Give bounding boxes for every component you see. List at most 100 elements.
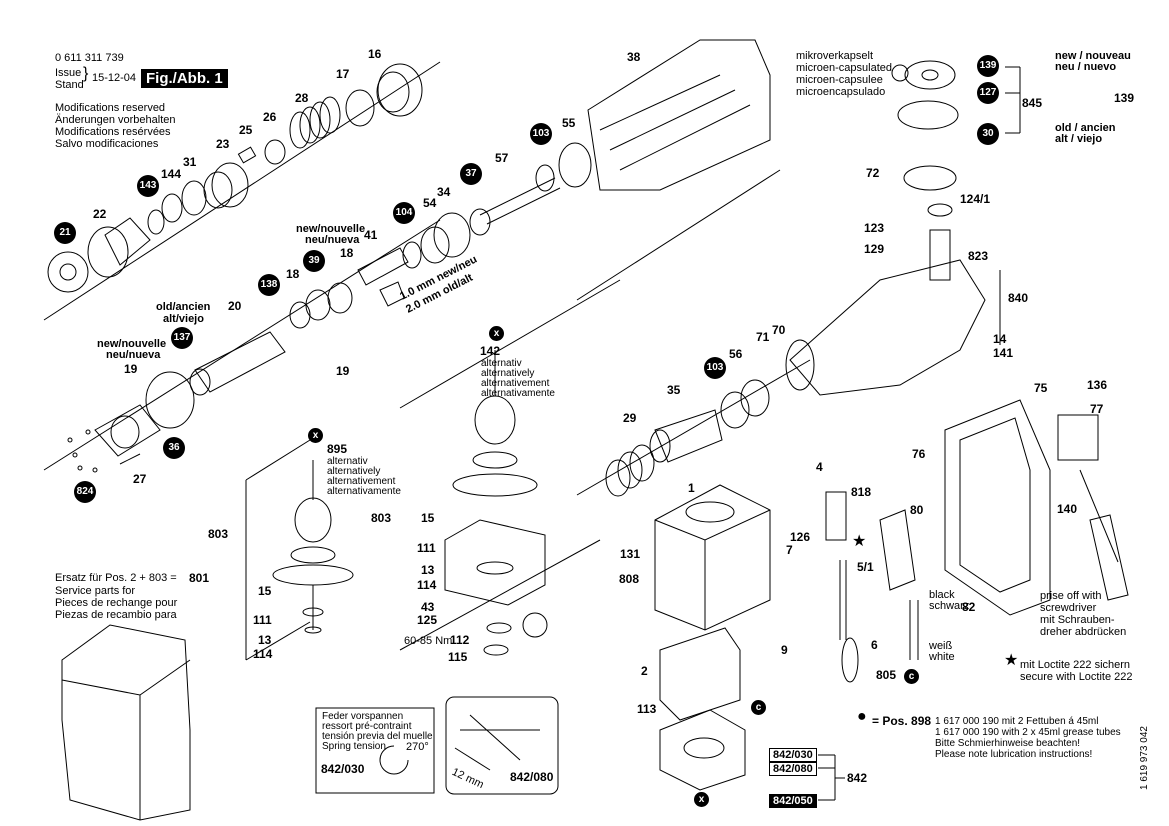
alt-142-3: alternativement xyxy=(481,378,550,389)
white-2: white xyxy=(929,651,955,663)
part-26: 26 xyxy=(263,110,277,124)
badge-127: 127 xyxy=(977,82,999,104)
side-code: 1 619 973 042 xyxy=(1139,726,1150,790)
alt-142-1: alternativ xyxy=(481,358,522,369)
issue-date: 15-12-04 xyxy=(92,72,137,84)
neu-nueva-2: neu/nueva xyxy=(106,349,161,361)
part-17: 17 xyxy=(336,67,350,81)
part-136: 136 xyxy=(1087,378,1108,392)
spring-3: tensión previa del muelle xyxy=(322,731,433,742)
badge-36: 36 xyxy=(163,437,185,459)
spring-1: Feder vorspannen xyxy=(322,711,404,722)
part-29: 29 xyxy=(623,411,637,425)
part-139-right: 139 xyxy=(1114,91,1135,105)
mod-1: Modifications reserved xyxy=(55,102,166,114)
part-123: 123 xyxy=(864,221,885,235)
alt-895-2: alternatively xyxy=(327,466,381,477)
part-55: 55 xyxy=(562,116,576,130)
badge-103-bottom: 103 xyxy=(704,357,726,379)
part-823: 823 xyxy=(968,249,989,263)
part-111-left: 111 xyxy=(253,613,272,627)
neu-top: neu / nuevo xyxy=(1055,61,1117,73)
ersatz-1: Service parts for xyxy=(55,585,136,597)
part-9: 9 xyxy=(781,643,788,657)
part-129: 129 xyxy=(864,242,885,256)
part-38: 38 xyxy=(627,50,641,64)
spring-2: ressort pré-contraint xyxy=(322,721,412,732)
doc-number: 0 611 311 739 xyxy=(55,52,124,64)
loctite-1: mit Loctite 222 sichern xyxy=(1020,659,1131,671)
loctite-2: secure with Loctite 222 xyxy=(1020,671,1133,683)
enc-2: microen-capsulated xyxy=(796,62,892,74)
alt-viejo: alt/viejo xyxy=(163,313,204,325)
alt-895-1: alternativ xyxy=(327,456,368,467)
old-ancien: old/ancien xyxy=(156,301,211,313)
prise-4: dreher abdrücken xyxy=(1040,626,1127,638)
badge-c-1: c xyxy=(751,700,766,715)
badge-138: 138 xyxy=(258,274,280,296)
part-112: 112 xyxy=(450,633,470,647)
spring-angle: 270° xyxy=(406,741,429,753)
part-114-left: 114 xyxy=(253,647,273,661)
badge-x-895: x xyxy=(308,428,323,443)
ersatz-3: Piezas de recambio para xyxy=(55,609,177,621)
part-56: 56 xyxy=(729,347,743,361)
part-125: 125 xyxy=(417,613,438,627)
part-54: 54 xyxy=(423,196,437,210)
part-22: 22 xyxy=(93,207,107,221)
badge-143: 143 xyxy=(137,175,159,197)
badge-39: 39 xyxy=(303,250,325,272)
badge-137: 137 xyxy=(171,327,193,349)
part-43: 43 xyxy=(421,600,435,614)
ersatz-2: Pieces de rechange pour xyxy=(55,597,178,609)
part-5-1: 5/1 xyxy=(857,560,874,574)
part-142: 142 xyxy=(480,344,501,358)
part-840: 840 xyxy=(1008,291,1029,305)
part-14: 14 xyxy=(993,332,1007,346)
prise-3: mit Schrauben- xyxy=(1040,614,1115,626)
enc-1: mikroverkapselt xyxy=(796,50,874,62)
badge-c-2: c xyxy=(904,669,919,684)
part-41: 41 xyxy=(364,228,378,242)
part-113: 113 xyxy=(637,702,657,716)
spring-part-842-080: 842/080 xyxy=(510,770,554,784)
spring-4: Spring tension xyxy=(322,741,386,752)
part-801: 801 xyxy=(189,571,210,585)
badge-30: 30 xyxy=(977,123,999,145)
part-808: 808 xyxy=(619,572,640,586)
pos898-label: = Pos. 898 xyxy=(872,714,932,728)
part-842: 842 xyxy=(847,771,868,785)
brace: } xyxy=(83,65,89,82)
part-805: 805 xyxy=(876,668,897,682)
stand-label: Stand xyxy=(55,79,84,91)
part-35: 35 xyxy=(667,383,681,397)
prise-2: screwdriver xyxy=(1040,602,1097,614)
part-27: 27 xyxy=(133,472,147,486)
part-4: 4 xyxy=(816,460,823,474)
part-20: 20 xyxy=(228,299,242,313)
part-895: 895 xyxy=(327,442,348,456)
black-1: black xyxy=(929,589,955,601)
part-18-left: 18 xyxy=(286,267,300,281)
part-19-right: 19 xyxy=(336,364,350,378)
part-71: 71 xyxy=(756,330,770,344)
enc-3: microen-capsulee xyxy=(796,74,883,86)
part-19-left: 19 xyxy=(124,362,138,376)
part-34: 34 xyxy=(437,185,451,199)
part-141: 141 xyxy=(993,346,1014,360)
badge-37: 37 xyxy=(460,163,482,185)
part-16: 16 xyxy=(368,47,382,61)
new-nouvelle-1: new/nouvelle xyxy=(296,223,366,235)
part-115: 115 xyxy=(448,650,468,664)
torque-spec: 60-85 Nm xyxy=(404,635,453,647)
badge-x-142: x xyxy=(489,326,504,341)
part-803-left: 803 xyxy=(208,527,229,541)
grease-dot-icon: ● xyxy=(857,708,867,725)
part-114-right: 114 xyxy=(417,578,437,592)
mod-4: Salvo modificaciones xyxy=(55,138,159,150)
alt-142-4: alternativamente xyxy=(481,388,555,399)
old-top: old / ancien xyxy=(1055,122,1116,134)
part-6: 6 xyxy=(871,638,878,652)
part-75: 75 xyxy=(1034,381,1048,395)
